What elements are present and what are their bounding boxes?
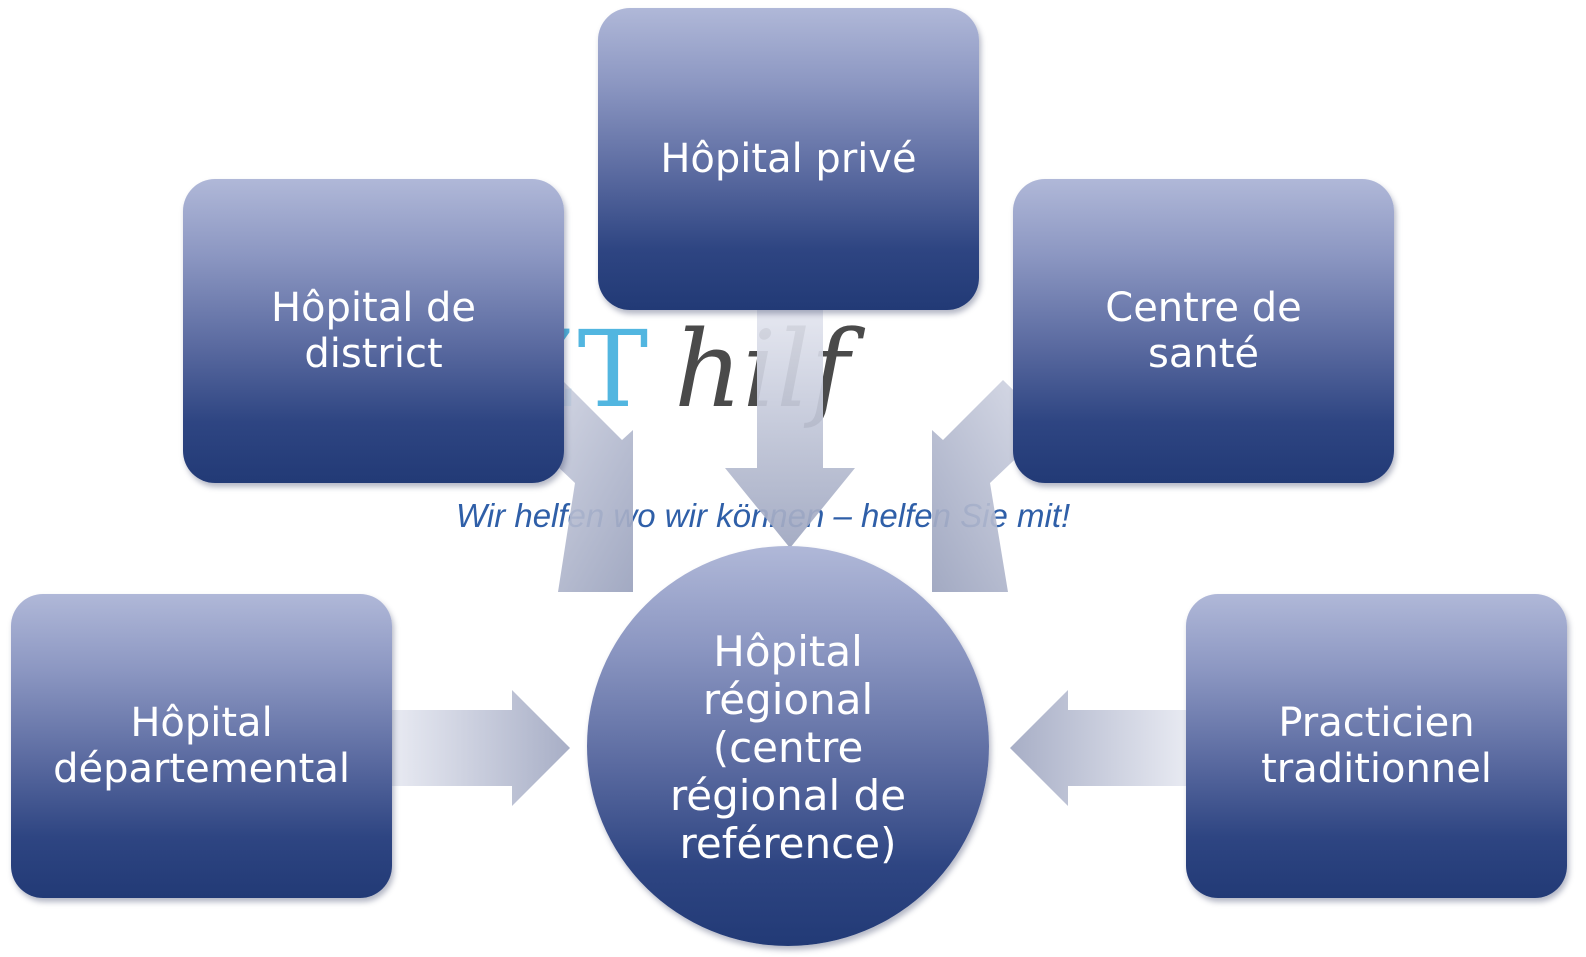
node-label-line: départemental: [53, 746, 350, 792]
arrow-departemental-to-center: [388, 690, 570, 806]
arrow-prive-to-center: [725, 300, 855, 548]
node-label-line: Hôpital: [130, 700, 273, 746]
node-label-line: santé: [1148, 331, 1259, 377]
arrow-traditionnel-to-center: [1010, 690, 1192, 806]
node-hopital-departemental: Hôpital départemental: [11, 594, 392, 898]
center-label-line: (centre: [712, 723, 864, 772]
center-label-line: Hôpital: [713, 627, 863, 676]
center-label-line: régional: [702, 675, 874, 724]
center-label-line: régional de: [669, 771, 907, 820]
node-label-line: Centre de: [1105, 285, 1302, 331]
node-label-line: Hôpital privé: [660, 136, 917, 182]
node-label-line: district: [304, 331, 443, 377]
center-label-line: reférence): [679, 819, 897, 868]
node-centre-de-sante: Centre de santé: [1013, 179, 1394, 483]
node-hopital-de-district: Hôpital de district: [183, 179, 564, 483]
node-label-line: Practicien: [1278, 700, 1475, 746]
node-practicien-traditionnel: Practicien traditionnel: [1186, 594, 1567, 898]
node-label-line: Hôpital de: [270, 285, 477, 331]
node-hopital-prive: Hôpital privé: [598, 8, 979, 310]
node-label-line: traditionnel: [1261, 746, 1492, 792]
node-hopital-regional-center: Hôpital régional (centre régional de ref…: [587, 546, 989, 946]
